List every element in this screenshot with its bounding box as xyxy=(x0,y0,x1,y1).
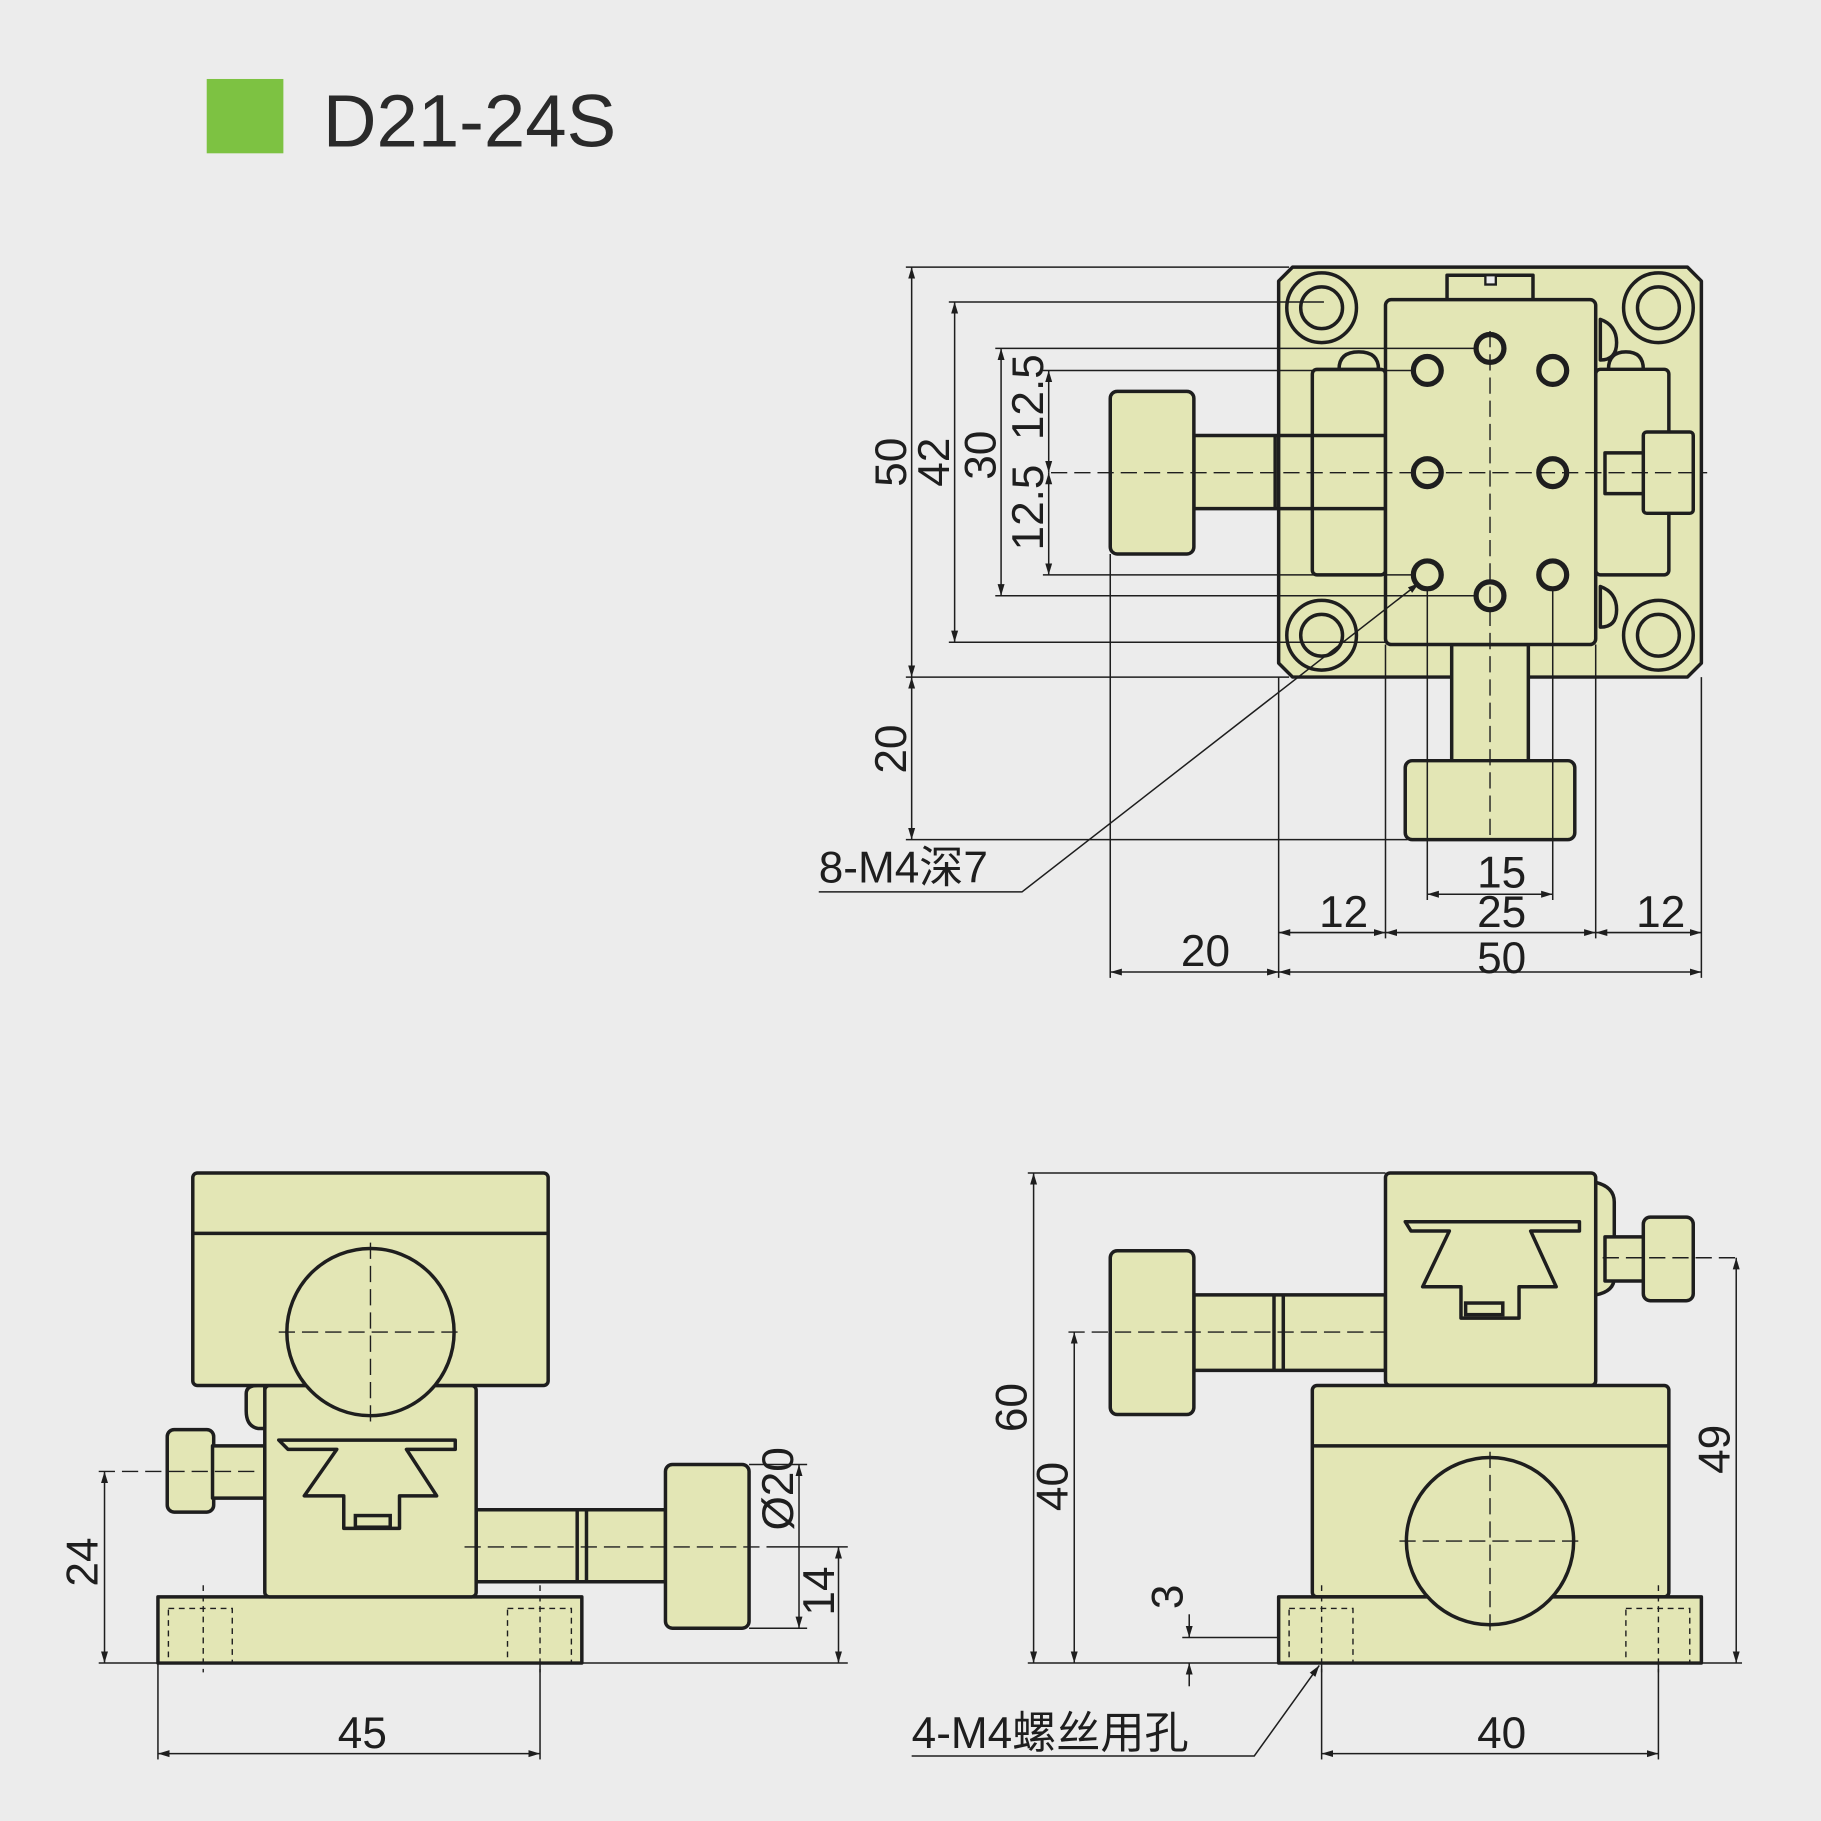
dim-25: 25 xyxy=(1477,888,1526,937)
dim-20-vertical: 20 xyxy=(867,725,916,774)
note-mounting-holes: 4-M4螺丝用孔 xyxy=(912,1709,1189,1758)
dim-12-5-upper: 12.5 xyxy=(1004,354,1053,440)
dim-45: 45 xyxy=(338,1709,387,1758)
dim-14: 14 xyxy=(795,1567,844,1616)
front-view: 24 45 Ø20 14 xyxy=(59,1171,848,1760)
dim-dia-20: Ø20 xyxy=(754,1447,803,1530)
dim-40-horizontal: 40 xyxy=(1477,1709,1526,1758)
note-tapped-holes: 8-M4深7 xyxy=(819,844,988,893)
dim-15: 15 xyxy=(1477,848,1526,897)
dim-42: 42 xyxy=(910,438,959,487)
dim-12-5-lower: 12.5 xyxy=(1004,465,1053,551)
dim-20-horizontal: 20 xyxy=(1181,927,1230,976)
side-view: 60 40 3 49 40 4-M4螺丝用孔 xyxy=(911,1171,1743,1760)
dim-40-vertical: 40 xyxy=(1028,1462,1077,1511)
dim-30: 30 xyxy=(956,431,1005,480)
base-plate xyxy=(156,1595,584,1665)
dovetail xyxy=(1403,1220,1582,1320)
corner-mounting-holes xyxy=(1285,271,1695,672)
shaft xyxy=(474,1508,668,1584)
dim-50-horizontal: 50 xyxy=(1477,934,1526,983)
dim-24: 24 xyxy=(59,1537,108,1586)
dim-50: 50 xyxy=(867,438,916,487)
top-view: 50 42 30 12.5 12.5 20 15 12 25 12 20 50 … xyxy=(818,265,1708,983)
dim-12-right: 12 xyxy=(1636,888,1685,937)
leader-line xyxy=(911,1664,1320,1757)
title-badge xyxy=(206,78,284,154)
page-title: D21-24S xyxy=(323,79,616,162)
dim-3: 3 xyxy=(1143,1585,1192,1610)
dim-49: 49 xyxy=(1690,1425,1739,1474)
leader-line xyxy=(818,582,1420,893)
dim-12-left: 12 xyxy=(1319,888,1368,937)
lock-screw xyxy=(1641,1215,1695,1303)
dim-60: 60 xyxy=(988,1383,1037,1432)
dovetail xyxy=(276,1438,457,1531)
